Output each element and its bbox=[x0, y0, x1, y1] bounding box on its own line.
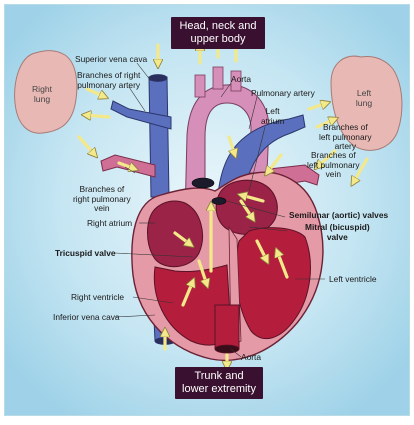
svc-opening bbox=[148, 74, 168, 82]
flow-arrow bbox=[117, 161, 135, 169]
pulmonary-valve bbox=[191, 177, 215, 189]
flow-arrow bbox=[173, 231, 191, 245]
leader-line bbox=[136, 62, 152, 82]
left-lung-line-1: Left bbox=[356, 88, 372, 98]
leader-line bbox=[124, 166, 136, 174]
leader-line bbox=[114, 252, 194, 258]
head-neck-upper-body-box: Head, neck and upper body bbox=[171, 17, 265, 49]
left-lung bbox=[330, 55, 403, 151]
heart-circulation-illustration bbox=[5, 5, 409, 415]
inferior-vena-cava-label: Inferior vena cava bbox=[53, 312, 120, 322]
leader-line bbox=[248, 226, 288, 232]
descending-aorta-opening bbox=[214, 344, 240, 354]
branches-right-pa-line-1: Branches of right bbox=[77, 70, 141, 80]
leader-line bbox=[226, 200, 286, 218]
superior-vena-cava-label: Superior vena cava bbox=[75, 54, 148, 64]
flow-arrow bbox=[307, 103, 327, 111]
mitral-valve-line-1: Mitral (bicuspid) bbox=[305, 222, 370, 232]
trunk-lower-extremity-box: Trunk and lower extremity bbox=[175, 367, 263, 399]
branches-right-pulmonary-artery-label: Branches of right pulmonary artery bbox=[77, 70, 141, 90]
flow-arrow bbox=[197, 259, 207, 285]
right-ventricle-label: Right ventricle bbox=[71, 292, 125, 302]
left-lung-label: Left lung bbox=[349, 88, 379, 108]
branches-left-pa-line-1: Branches of bbox=[322, 122, 368, 132]
leader-line bbox=[114, 314, 156, 318]
flow-arrow bbox=[77, 135, 95, 155]
branches-left-pv-line-3: vein bbox=[325, 169, 341, 179]
right-lung bbox=[14, 50, 78, 134]
branches-left-pulmonary-vein-label: Branches of left pulmonary vein bbox=[307, 150, 360, 180]
flow-arrow bbox=[353, 157, 369, 183]
right-pulmonary-artery bbox=[110, 100, 172, 130]
flow-arrow bbox=[239, 199, 253, 219]
right-atrium-label: Right atrium bbox=[87, 218, 133, 228]
leader-line bbox=[248, 96, 258, 130]
left-atrium-line-2: atrium bbox=[261, 115, 285, 126]
branches-left-pa-line-3: artery bbox=[334, 141, 357, 151]
pulmonary-artery-label: Pulmonary artery bbox=[251, 88, 315, 98]
flow-arrow bbox=[85, 87, 105, 97]
flow-arrow bbox=[227, 135, 235, 155]
aortic-branch-1 bbox=[194, 74, 206, 98]
semilunar-valves-label: Semilunar (aortic) valves bbox=[289, 210, 389, 220]
branches-left-pv-line-2: left pulmonary bbox=[307, 159, 360, 170]
flow-arrow bbox=[241, 195, 265, 203]
mitral-valve-line-2: valve bbox=[326, 231, 348, 242]
flow-arrow bbox=[277, 251, 289, 279]
descending-aorta bbox=[214, 304, 240, 350]
head-box-line-2: upper body bbox=[190, 33, 246, 45]
leader-line bbox=[132, 296, 174, 304]
mitral-valve-label: Mitral (bicuspid) valve bbox=[305, 222, 370, 242]
leader-line bbox=[248, 126, 266, 192]
superior-vena-cava bbox=[148, 76, 170, 198]
leader-lines bbox=[114, 62, 325, 358]
flow-arrow bbox=[181, 281, 193, 307]
trunk-box-line-1: Trunk and bbox=[194, 370, 244, 382]
aortic-branch-3 bbox=[230, 70, 242, 92]
left-lung-line-2: lung bbox=[355, 97, 373, 108]
flow-arrow bbox=[85, 115, 111, 117]
aorta-top-label: Aorta bbox=[231, 74, 252, 84]
flow-arrow bbox=[267, 153, 283, 173]
branches-right-pa-line-2: pulmonary artery bbox=[77, 79, 141, 90]
right-lung-line-1: Right bbox=[31, 84, 53, 94]
right-lung-line-2: lung bbox=[33, 93, 51, 104]
left-ventricle-label: Left ventricle bbox=[329, 274, 377, 284]
trunk-box-line-2: lower extremity bbox=[182, 383, 256, 395]
aortic-branch-2 bbox=[212, 66, 224, 90]
branches-right-pv-line-2: right pulmonary bbox=[73, 193, 131, 204]
left-atrium-line-1: Left bbox=[265, 106, 280, 116]
head-box-line-1: Head, neck and bbox=[179, 20, 257, 32]
branches-right-pv-line-3: vein bbox=[94, 203, 110, 213]
branches-left-pa-line-2: left pulmonary bbox=[319, 131, 372, 142]
diagram-frame: Head, neck and upper body Trunk and lowe… bbox=[4, 4, 410, 416]
flow-arrow bbox=[315, 119, 335, 129]
branches-left-pv-line-1: Branches of bbox=[310, 150, 356, 160]
branches-left-pulmonary-artery-label: Branches of left pulmonary artery bbox=[319, 122, 372, 152]
leader-line bbox=[220, 82, 232, 98]
leader-line bbox=[128, 86, 146, 112]
right-lung-label: Right lung bbox=[27, 84, 57, 104]
left-atrium-label: Left atrium bbox=[261, 106, 285, 126]
aorta-bottom-label: Aorta bbox=[241, 352, 262, 362]
branches-right-pv-line-1: Branches of bbox=[79, 184, 125, 194]
flow-arrow bbox=[255, 239, 267, 261]
flow-arrow bbox=[317, 149, 337, 167]
aortic-valve bbox=[211, 197, 227, 205]
leader-line bbox=[230, 348, 242, 358]
tricuspid-valve-label: Tricuspid valve bbox=[55, 248, 116, 258]
branches-right-pulmonary-vein-label: Branches of right pulmonary vein bbox=[73, 184, 131, 214]
flow-arrows bbox=[77, 39, 369, 367]
